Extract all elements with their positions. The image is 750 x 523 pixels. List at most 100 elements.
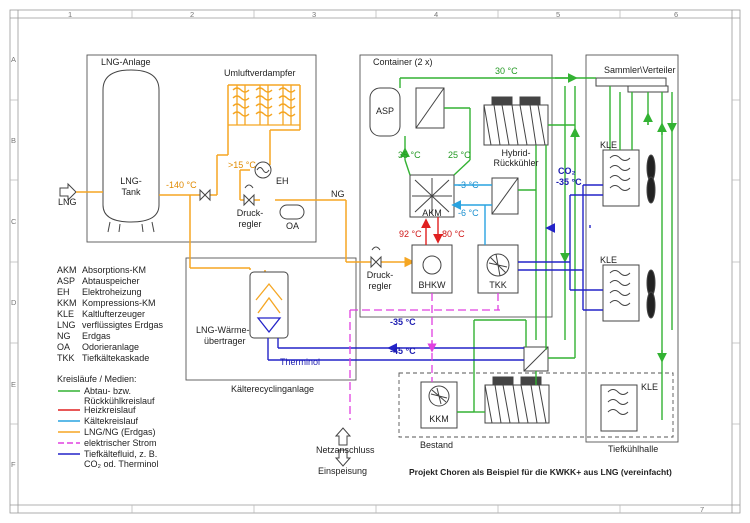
section-sammler: Sammler\Verteiler <box>604 65 676 75</box>
label-druckregler-1a: Druck- <box>236 208 264 218</box>
abbr-1: AKM <box>57 265 77 275</box>
label-hybrid-1: Hybrid- <box>501 148 531 158</box>
label-kle-2: KLE <box>600 255 618 265</box>
label-einspeisung: Einspeisung <box>318 466 368 476</box>
flow-tm45: -45 °C <box>390 346 416 356</box>
flow-lng-in: LNG <box>58 197 77 207</box>
flow-tm35: -35 °C <box>390 317 416 327</box>
akm-unit <box>409 174 455 218</box>
flow-t80: 80 °C <box>442 229 465 239</box>
lng-inlet-arrow <box>59 182 77 202</box>
blue-circuit <box>267 184 603 361</box>
legend-item-3: Kältekreislauf <box>84 416 139 426</box>
label-bhkw: BHKW <box>418 280 446 290</box>
grid-col-3: 3 <box>312 10 317 19</box>
heat-exchanger-top <box>415 87 445 129</box>
grid-row-b: B <box>11 136 17 145</box>
abbr-7-text: Erdgas <box>82 331 111 341</box>
flow-co2-temp: -35 °C <box>556 177 582 187</box>
label-kkm: KKM <box>429 414 449 424</box>
rueckkuehler-bestand <box>484 376 550 424</box>
grid-row-c: C <box>11 217 17 226</box>
label-druckregler-2b: regler <box>368 281 392 291</box>
grid-col-1: 1 <box>68 10 73 19</box>
kle-unit-2 <box>602 264 656 322</box>
legend-item-6b: CO₂ od. Therminol <box>84 459 159 469</box>
caption: Projekt Choren als Beispiel für die KWKK… <box>409 467 672 477</box>
grid-row-e: E <box>11 380 17 389</box>
abbr-3: EH <box>57 287 70 297</box>
container-box <box>359 54 553 318</box>
section-container: Container (2 x) <box>373 57 433 67</box>
kaelterecycling-box <box>185 257 357 381</box>
bhkw-unit <box>411 244 453 294</box>
label-akm: AKM <box>422 208 442 218</box>
sammler-verteiler <box>595 77 669 93</box>
drawing-frame <box>9 9 741 514</box>
flow-t25: 25 °C <box>448 150 471 160</box>
hybrid-rueckkuehler <box>483 96 549 146</box>
label-oa: OA <box>286 221 300 231</box>
abbr-4-text: Kompressions-KM <box>82 298 156 308</box>
label-hybrid-2: Rückkühler <box>493 158 539 168</box>
netz-arrows <box>334 427 352 467</box>
valve-lng <box>199 188 211 202</box>
abbr-6: LNG <box>57 320 76 330</box>
kle-unit-3 <box>600 384 638 432</box>
valve-druckregler-2 <box>370 246 382 269</box>
label-druckregler-2a: Druck- <box>366 270 394 280</box>
abbr-5: KLE <box>57 309 75 319</box>
legend-title: Kreisläufe / Medien: <box>57 374 137 384</box>
flow-therminol: Therminol <box>280 357 321 367</box>
tkk-unit <box>477 244 519 294</box>
abbr-2-text: Abtauspeicher <box>82 276 140 286</box>
flow-plus15: >15 °C <box>228 160 256 170</box>
abbr-8-text: Odorieranlage <box>82 342 140 352</box>
abbr-5-text: Kaltlufterzeuger <box>82 309 146 319</box>
flow-t30: 30 °C <box>495 66 518 76</box>
grid-col-2: 2 <box>190 10 195 19</box>
label-kle-3: KLE <box>641 382 659 392</box>
asp-tank <box>369 87 401 137</box>
label-umluftverdampfer: Umluftverdampfer <box>224 68 296 78</box>
legend-swatches <box>58 390 80 455</box>
label-eh: EH <box>276 176 289 186</box>
label-netzanschluss: Netzanschluss <box>316 445 375 455</box>
label-lng-tank-1: LNG- <box>120 176 142 186</box>
label-lng-wue-2: übertrager <box>204 336 246 346</box>
legend-item-4: LNG/NG (Erdgas) <box>84 427 156 437</box>
abbr-9: TKK <box>57 353 75 363</box>
legend-item-2: Heizkreislauf <box>84 405 136 415</box>
green-circuit <box>399 73 677 420</box>
abbr-2: ASP <box>57 276 76 286</box>
label-druckregler-1b: regler <box>238 219 262 229</box>
abbr-4: KKM <box>57 298 77 308</box>
eh-heater <box>254 161 272 179</box>
kle-unit-1 <box>602 149 656 207</box>
lng-tank <box>102 69 160 233</box>
abbr-7: NG <box>57 331 71 341</box>
label-lng-wue-1: LNG-Wärme- <box>196 325 250 335</box>
valve-druckregler-1 <box>243 184 255 207</box>
legend-item-6: Tiefkältefluid, z. B. <box>84 449 158 459</box>
label-lng-tank-2: Tank <box>121 187 141 197</box>
flow-tm6: -6 °C <box>458 208 479 218</box>
label-kle-1: KLE <box>600 140 618 150</box>
section-tiefkuehlhalle: Tiefkühlhalle <box>608 444 659 454</box>
flow-minus140: -140 °C <box>166 180 197 190</box>
label-asp: ASP <box>376 106 395 116</box>
lng-anlage-box <box>86 54 317 243</box>
heat-exchanger-low <box>523 346 549 372</box>
heat-exchanger-akm <box>491 177 519 215</box>
oa-tank <box>279 204 305 220</box>
abbr-1-text: Absorptions-KM <box>82 265 147 275</box>
flow-t35: 35 °C <box>398 150 421 160</box>
grid-col-4: 4 <box>434 10 439 19</box>
abbr-3-text: Elektroheizung <box>82 287 142 297</box>
red-circuit <box>421 217 443 245</box>
tiefkuehlhalle-box <box>585 54 679 443</box>
legend-item-5: elektrischer Strom <box>84 438 157 448</box>
umluftverdampfer-coils <box>228 85 300 126</box>
